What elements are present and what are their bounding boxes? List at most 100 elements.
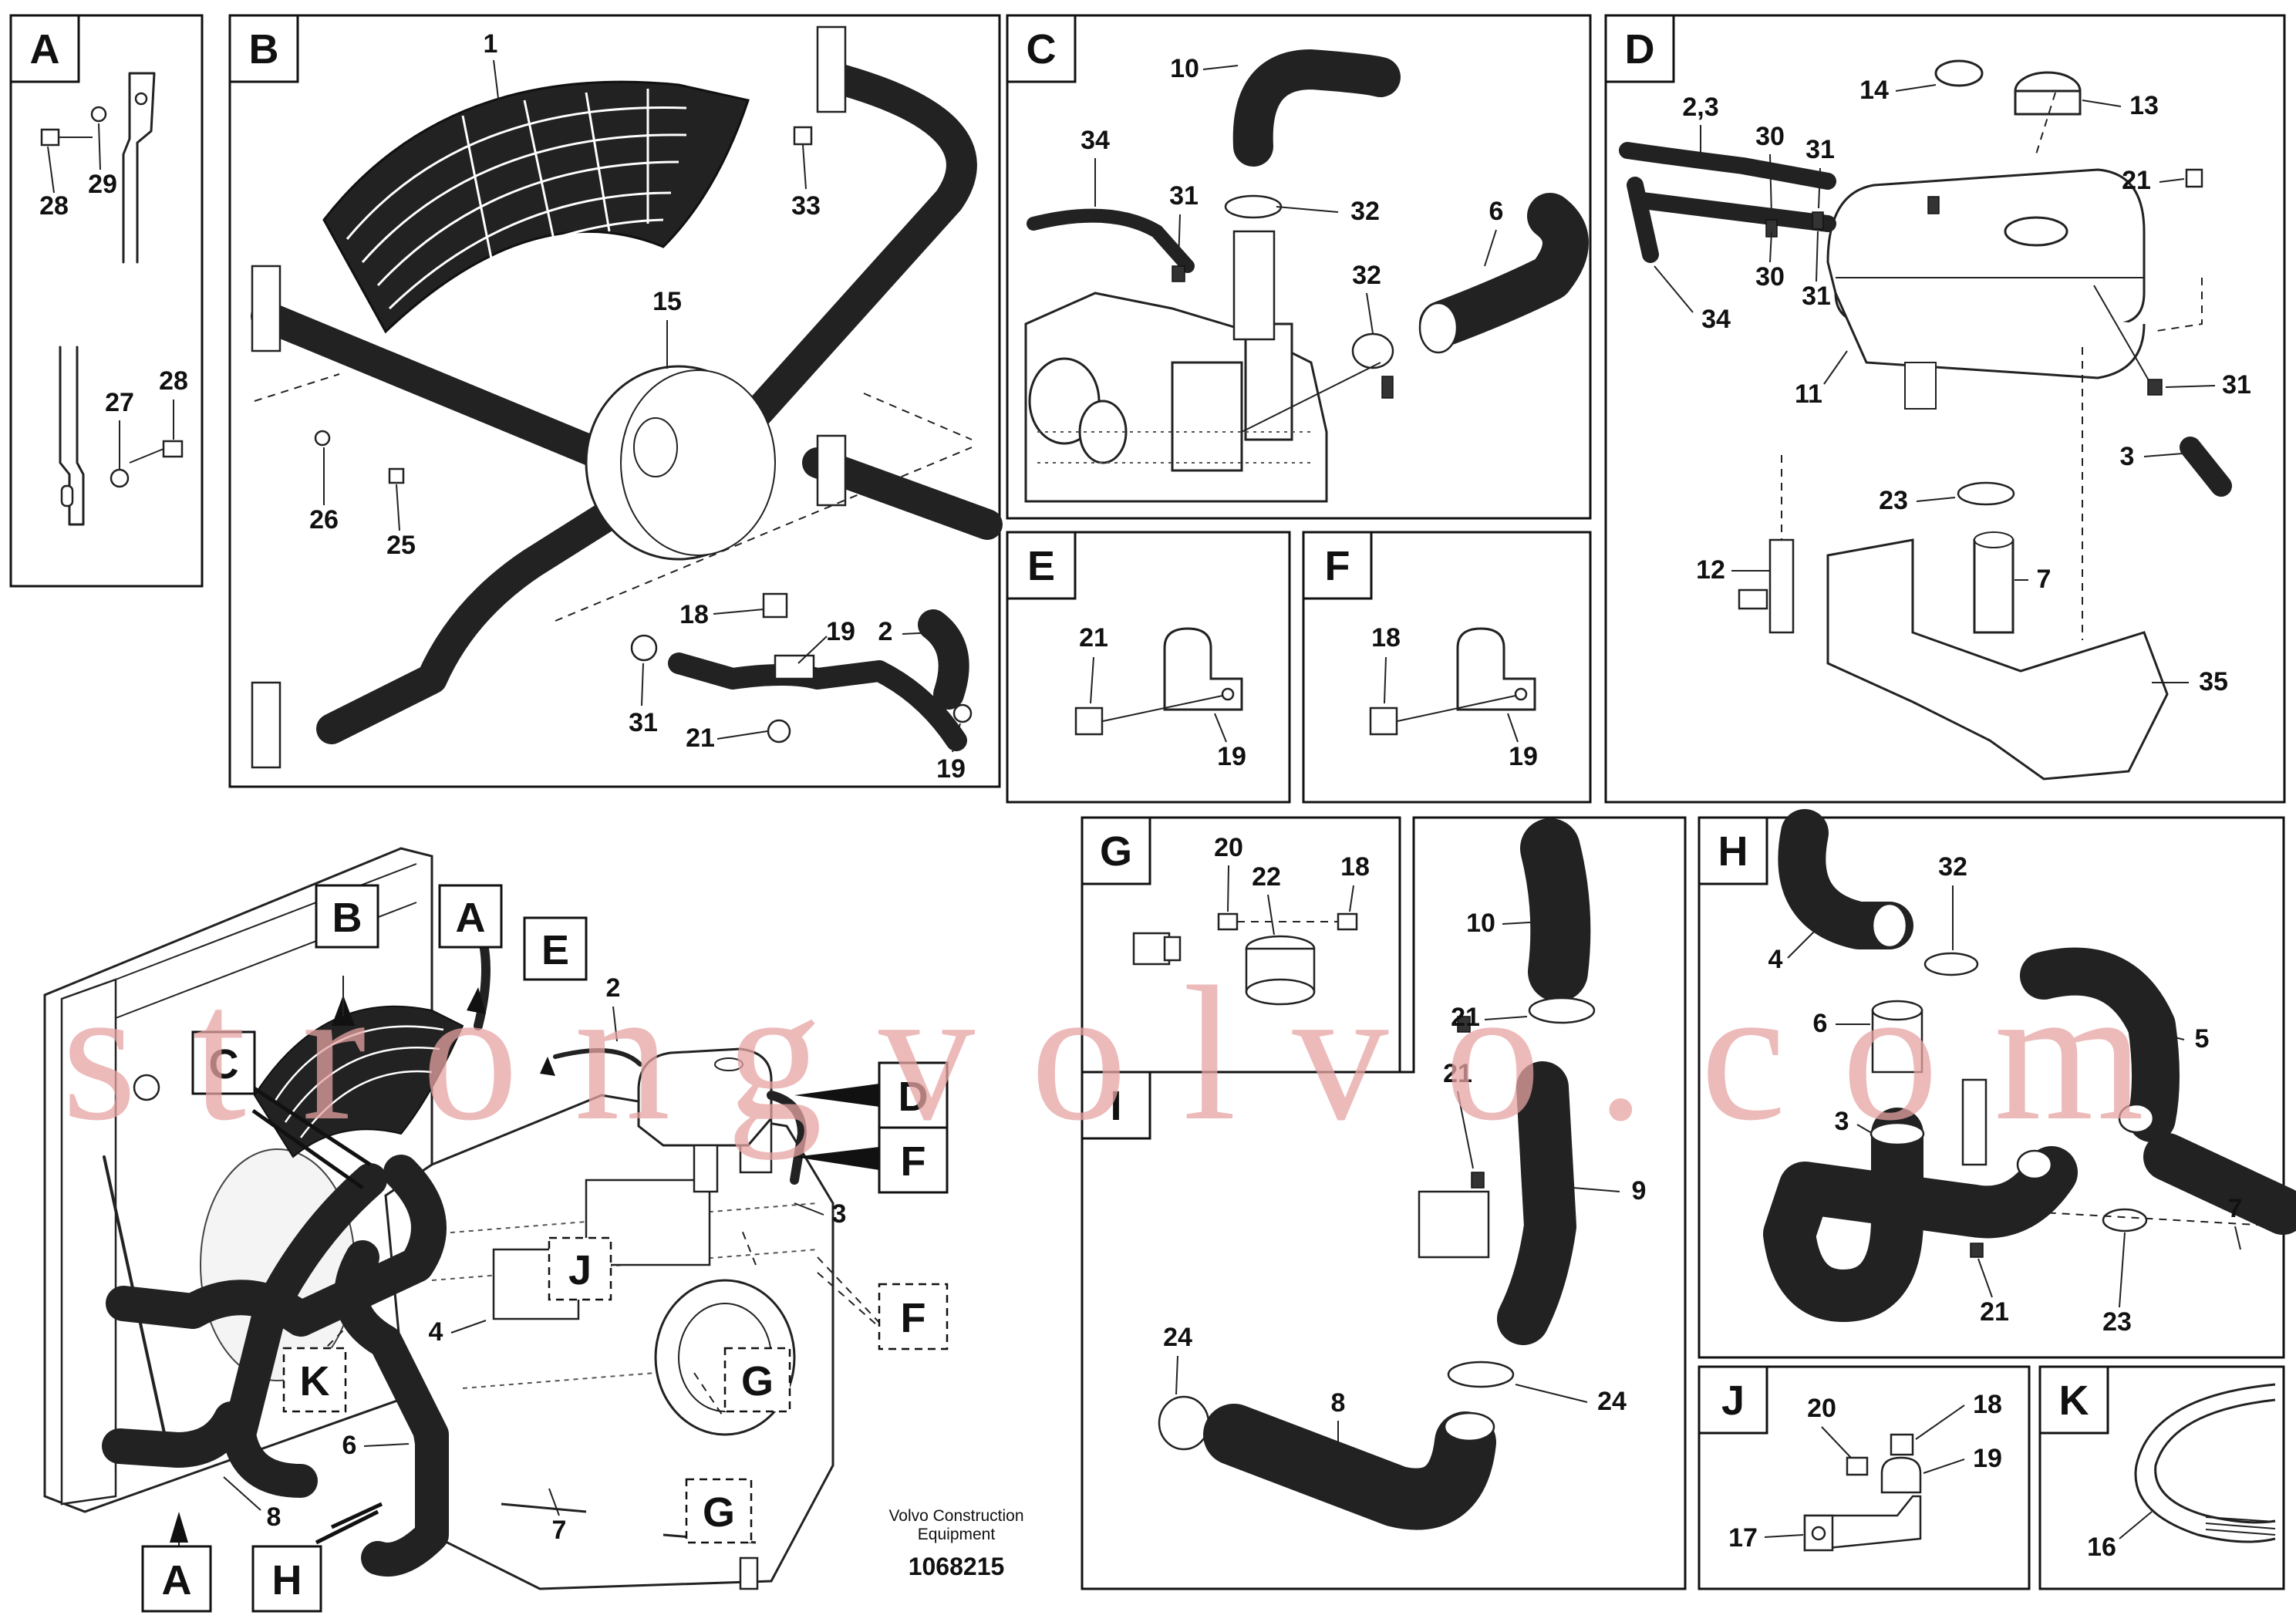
label-25: 25	[386, 531, 416, 560]
overview-label-3: 3	[832, 1199, 847, 1229]
panel-j: J 20 18 19 17	[1698, 1365, 2031, 1590]
overview-tag-f: F	[901, 1138, 926, 1185]
panel-k: K 16	[2038, 1365, 2285, 1590]
label-20j: 20	[1807, 1394, 1836, 1423]
label-3: 3	[2120, 442, 2135, 471]
mounting-frame	[251, 25, 1003, 769]
label-31d2: 31	[1802, 282, 1831, 311]
label-31c: 31	[1169, 181, 1199, 211]
fan-guard	[322, 80, 750, 334]
label-2-3: 2,3	[1682, 93, 1718, 122]
ground-strap-upper	[40, 72, 156, 264]
overview-label-6: 6	[342, 1431, 357, 1460]
label-6: 6	[1489, 197, 1504, 226]
label-9: 9	[1632, 1176, 1647, 1206]
label-6h: 6	[1813, 1009, 1828, 1038]
overview-tag-e-box	[523, 916, 588, 981]
tank-bracket	[1826, 531, 2169, 781]
label-30: 30	[1755, 122, 1785, 151]
drive-belt-k	[2134, 1383, 2276, 1543]
label-18f: 18	[1371, 623, 1401, 653]
label-28: 28	[39, 191, 69, 221]
caption-line2: Equipment	[918, 1526, 996, 1543]
panel-h: H 4 32 6 5 3	[1698, 809, 2296, 1359]
overview-label-7: 7	[552, 1516, 567, 1545]
panel-d: D	[1604, 14, 2286, 804]
label-2: 2	[878, 617, 893, 646]
overview-tag-b-box	[315, 884, 379, 949]
label-31d3: 31	[2222, 370, 2251, 400]
label-21i2: 21	[1443, 1059, 1472, 1088]
overview-label-8: 8	[267, 1502, 282, 1532]
overview-tag-g-box	[723, 1347, 791, 1413]
label-23: 23	[1879, 486, 1908, 515]
label-4h: 4	[1768, 945, 1783, 974]
overview-tag-a2-box	[141, 1545, 212, 1613]
panel-d-letter: D	[1625, 26, 1655, 73]
label-7: 7	[2037, 565, 2052, 594]
panel-e: E 21 19	[1006, 531, 1291, 804]
panel-b-letter: B	[249, 26, 279, 73]
label-18g: 18	[1340, 852, 1370, 882]
label-34d: 34	[1701, 305, 1731, 334]
tank-hoses	[1619, 92, 2232, 640]
label-15: 15	[652, 287, 682, 316]
label-32h: 32	[1938, 852, 1967, 882]
overview-tag-b: B	[332, 895, 362, 941]
panel-e-letter: E	[1027, 543, 1055, 589]
label-26: 26	[309, 505, 339, 534]
label-33: 33	[791, 191, 821, 221]
label-1: 1	[484, 29, 498, 59]
overview-tag-d: D	[899, 1074, 929, 1120]
label-10i: 10	[1466, 909, 1495, 938]
ground-strap-lower	[59, 346, 184, 526]
caption-line1: Volvo Construction	[888, 1507, 1023, 1525]
label-14: 14	[1859, 76, 1889, 105]
overview-tag-a-box	[438, 884, 503, 949]
overview-tag-g2: G	[703, 1489, 735, 1536]
overview-tag-e: E	[541, 927, 569, 973]
p-clip-f	[1369, 627, 1536, 736]
panel-k-letter: K	[2059, 1378, 2089, 1424]
overview-tag-c-box	[191, 1030, 256, 1095]
label-3h: 3	[1835, 1107, 1849, 1136]
label-19: 19	[826, 617, 855, 646]
bracket-clip-j	[1803, 1433, 1922, 1552]
label-11: 11	[1795, 379, 1822, 409]
panel-b: B 1 15 33	[228, 14, 1003, 788]
hose-routing-h	[1763, 809, 2296, 1322]
panel-c-letter: C	[1027, 26, 1057, 73]
overview-tag-f-box	[878, 1126, 949, 1194]
label-31: 31	[629, 708, 658, 737]
label-20g: 20	[1214, 833, 1243, 862]
label-27: 27	[105, 388, 134, 417]
overview-tag-h-box	[251, 1545, 322, 1613]
label-10: 10	[1170, 54, 1199, 83]
label-28b: 28	[159, 366, 188, 396]
label-22: 22	[1252, 862, 1281, 892]
caption-number: 1068215	[909, 1553, 1005, 1580]
label-17: 17	[1728, 1523, 1758, 1553]
sensor-clamp-g	[1132, 912, 1358, 1006]
label-18: 18	[679, 600, 709, 629]
overview-tag-k: K	[300, 1358, 330, 1404]
panel-i-letter: I	[1110, 1083, 1121, 1129]
label-7h: 7	[2228, 1194, 2243, 1223]
panel-a: A 28 29 27 28	[9, 14, 204, 588]
overview-label-2: 2	[606, 973, 621, 1003]
label-21i: 21	[1451, 1003, 1480, 1032]
label-34: 34	[1081, 126, 1110, 155]
label-31d: 31	[1805, 135, 1835, 164]
overview-tag-h: H	[272, 1557, 302, 1603]
hose-clip-assembly	[630, 592, 973, 751]
overview-tag-j: J	[568, 1247, 592, 1293]
overview-tag-g2-box	[685, 1478, 753, 1544]
label-8i: 8	[1331, 1388, 1346, 1418]
label-5: 5	[2195, 1024, 2210, 1054]
overview-tag-a2: A	[162, 1557, 192, 1603]
fan-guard-overview	[253, 1005, 464, 1158]
engine-overview	[43, 847, 884, 1590]
label-24b: 24	[1597, 1387, 1627, 1416]
overview-tank	[637, 1047, 773, 1193]
